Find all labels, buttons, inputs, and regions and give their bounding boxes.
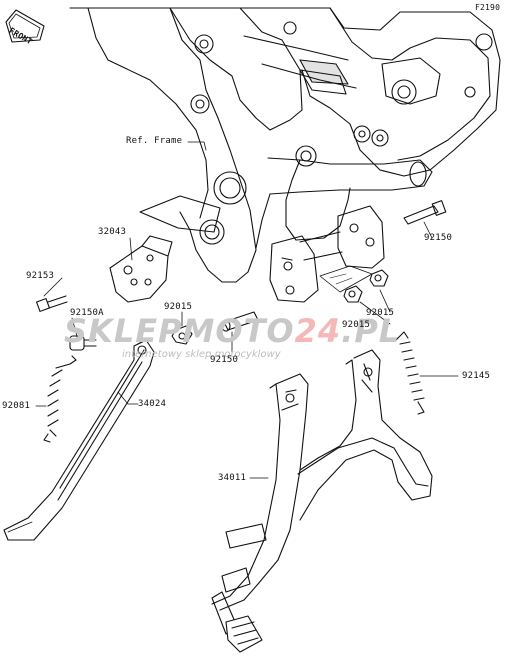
front-arrow-icon [5,9,45,43]
figure-code: F2190 [475,3,501,12]
frame-assembly [69,7,501,283]
watermark-brand: SKLEPMOTO24.PL [64,312,400,350]
leader-lines [35,141,459,479]
center-stand-34011 [211,349,433,653]
stand-bracket-plates [139,195,385,303]
spring-92145 [395,331,425,415]
label-92150-left: 92150 [210,355,239,365]
watermark-brand-a: SKLEP [64,312,183,350]
label-92015-right-bottom: 92015 [342,320,371,330]
label-92150-right: 92150 [424,233,453,243]
nut-92015-left [171,325,193,345]
label-32043: 32043 [98,227,127,237]
pin-92150-left [221,311,259,332]
label-92153: 92153 [26,271,55,281]
watermark-brand-d: .PL [341,312,401,350]
label-34024: 34024 [138,399,167,409]
bolt-92150-right [403,200,447,225]
nut-92015-right-top [369,269,389,287]
label-92081: 92081 [2,401,31,411]
bolt-92153 [36,295,68,312]
label-ref-frame: Ref. Frame [126,136,183,146]
side-stand-34024 [3,337,155,541]
label-34011: 34011 [218,473,247,483]
sidestand-bracket-32043 [109,235,173,303]
label-92015-right-top: 92015 [366,308,395,318]
watermark-brand-c: 24 [294,312,342,350]
watermark-tagline: internetowy sklep motocyklowy [122,349,281,360]
spring-92081 [43,355,77,443]
label-92150a: 92150A [70,308,104,318]
label-92145: 92145 [462,371,491,381]
nut-92015-right-bottom [343,285,363,303]
watermark-brand-b: MOTO [182,312,295,350]
label-92015-left: 92015 [164,302,193,312]
